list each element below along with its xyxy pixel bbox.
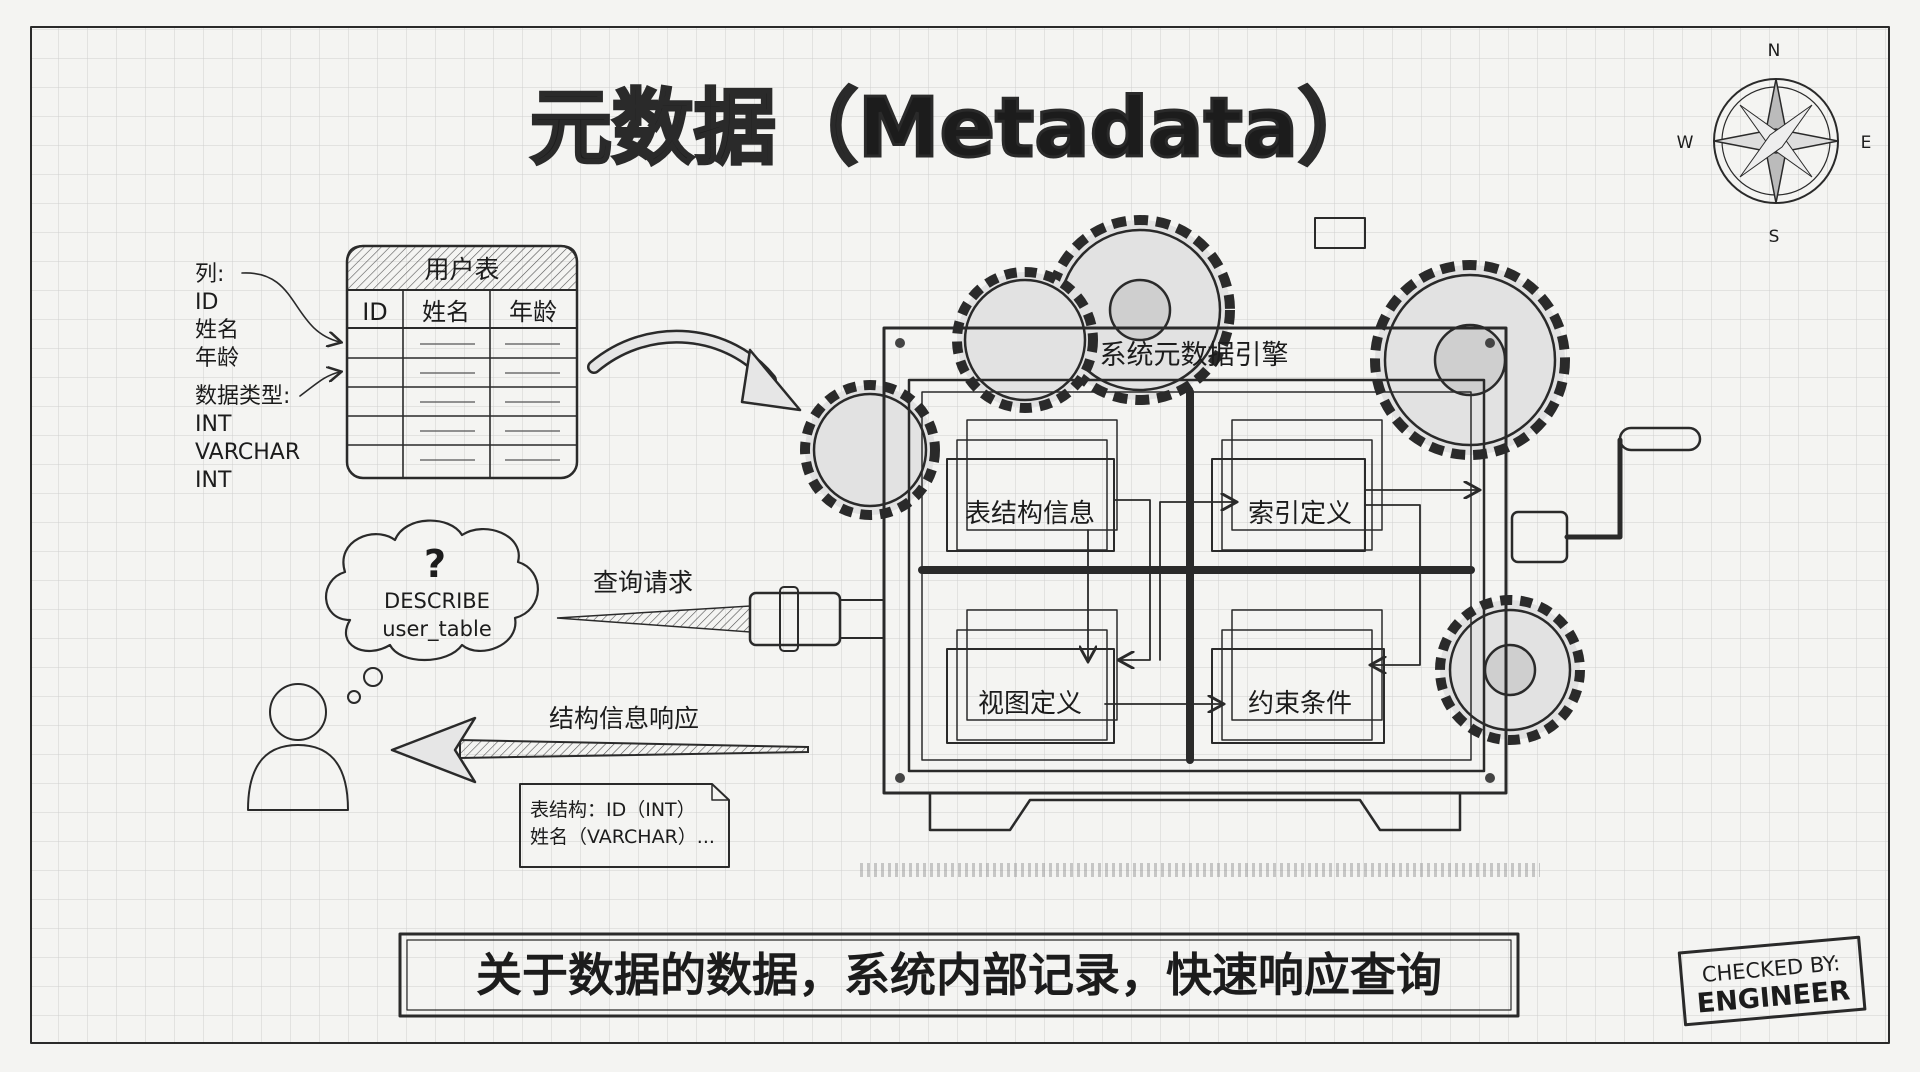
thought-cloud — [325, 519, 539, 704]
request-label: 查询请求 — [593, 568, 693, 597]
column-note: 年龄 — [195, 346, 239, 371]
bubble-line: user_table — [382, 617, 492, 642]
response-note-line: 姓名（VARCHAR）... — [530, 826, 715, 848]
type-note: INT — [195, 468, 232, 493]
folder-label: 表结构信息 — [965, 499, 1095, 529]
page-title: 元数据（Metadata） — [530, 81, 1380, 176]
gear-icon — [800, 215, 1585, 745]
table-header: 年龄 — [509, 298, 557, 326]
folder-flow-arrows — [1088, 490, 1478, 704]
compass-rose-icon — [1713, 78, 1839, 204]
page-border — [30, 26, 1890, 1044]
question-mark-icon: ? — [424, 542, 446, 586]
query-pipe — [556, 586, 885, 652]
user-table — [345, 244, 579, 480]
compass-n: N — [1768, 41, 1781, 61]
response-arrow — [390, 716, 809, 784]
compass-w: W — [1677, 133, 1694, 153]
checked-stamp: CHECKED BY: ENGINEER — [1677, 935, 1867, 1027]
engine-title: 系统元数据引擎 — [1100, 340, 1289, 371]
compass-e: E — [1861, 133, 1872, 153]
type-note: VARCHAR — [195, 440, 300, 465]
table-header: 姓名 — [422, 298, 470, 326]
metadata-engine-machine — [882, 326, 1508, 832]
folder-label: 约束条件 — [1248, 689, 1352, 719]
left-notes: 列: ID 姓名 年龄 数据类型: INT VARCHAR INT — [195, 262, 300, 493]
column-note: ID — [195, 290, 218, 315]
user-avatar-icon — [247, 683, 349, 811]
response-label: 结构信息响应 — [549, 704, 699, 733]
column-note: 姓名 — [195, 318, 239, 343]
types-label: 数据类型: — [195, 384, 290, 409]
folder-label: 视图定义 — [978, 689, 1082, 719]
response-note — [519, 783, 730, 868]
compass-s: S — [1769, 227, 1780, 247]
folder-table-structure — [946, 419, 1118, 552]
types-arrow — [299, 372, 340, 397]
crank-handle — [1314, 217, 1702, 564]
folder-label: 索引定义 — [1248, 499, 1352, 529]
summary-text: 关于数据的数据，系统内部记录，快速响应查询 — [476, 948, 1442, 1002]
table-name: 用户表 — [424, 255, 499, 284]
columns-arrow — [241, 272, 340, 342]
bubble-line: DESCRIBE — [384, 589, 490, 613]
response-note-line: 表结构：ID（INT） — [530, 799, 696, 821]
type-note: INT — [195, 412, 232, 437]
table-header: ID — [362, 298, 388, 326]
summary-banner — [398, 932, 1520, 1018]
columns-label: 列: — [195, 262, 224, 287]
